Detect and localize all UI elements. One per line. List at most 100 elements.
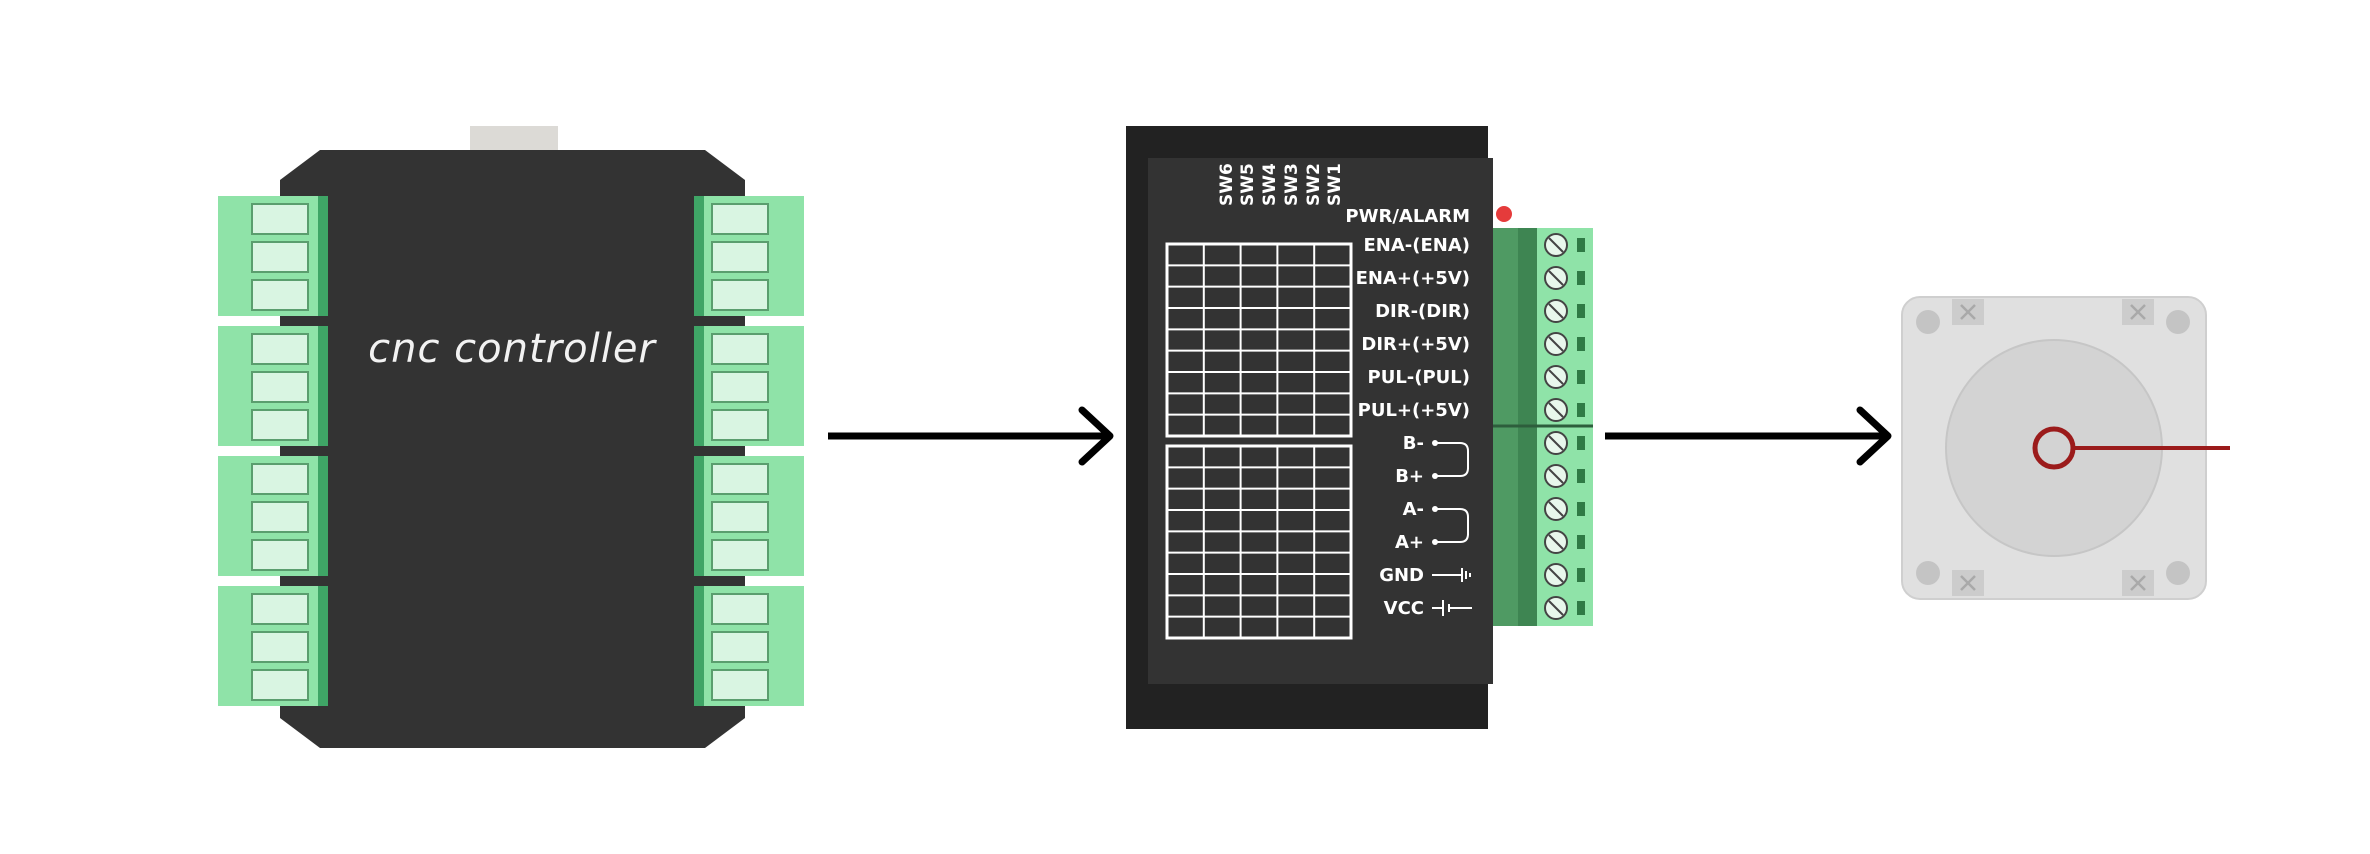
coil-icon xyxy=(1432,506,1469,535)
motor-screw-icon xyxy=(2122,299,2154,325)
motor-mount-hole xyxy=(1916,310,1940,334)
dip-setting-grid xyxy=(1165,242,1353,438)
pin-label: DIR-(DIR) xyxy=(1375,301,1470,322)
terminal-contact xyxy=(1577,337,1585,351)
controller-terminal-blocks xyxy=(218,196,804,706)
terminal-screw-icon xyxy=(1544,332,1568,356)
terminal-slot xyxy=(251,203,309,235)
controller-body xyxy=(280,150,745,748)
motor-mount-hole xyxy=(1916,561,1940,585)
pwr-alarm-led-icon xyxy=(1496,206,1512,222)
pin-label: B+ xyxy=(1395,466,1424,487)
driver-terminal-screws xyxy=(1544,233,1585,620)
motor-mount-hole xyxy=(2166,310,2190,334)
terminal-slot xyxy=(711,203,769,235)
pin-label: A+ xyxy=(1395,532,1424,553)
arrow-right-icon xyxy=(1605,406,1892,466)
terminal-block xyxy=(218,196,328,316)
terminal-slot xyxy=(251,631,309,663)
terminal-block xyxy=(694,196,804,316)
dip-switch-table xyxy=(1165,242,1353,640)
terminal-contact xyxy=(1577,601,1585,615)
terminal-screw-icon xyxy=(1544,530,1568,554)
terminal-slot xyxy=(251,409,309,441)
dip-switch-label: SW1 xyxy=(1325,163,1345,206)
pin-label: ENA-(ENA) xyxy=(1363,235,1470,256)
pin-label: DIR+(+5V) xyxy=(1361,334,1470,355)
supply-icon xyxy=(1432,600,1472,616)
dip-setting-grid xyxy=(1165,444,1353,640)
motor-mount-hole xyxy=(2166,561,2190,585)
terminal-slot xyxy=(711,279,769,311)
terminal-block xyxy=(218,586,328,706)
driver-pin-symbols xyxy=(1432,440,1472,616)
pin-label: A- xyxy=(1403,499,1424,520)
terminal-contact xyxy=(1577,469,1585,483)
terminal-slot xyxy=(251,593,309,625)
terminal-slot xyxy=(711,371,769,403)
terminal-contact xyxy=(1577,535,1585,549)
coil-icon xyxy=(1432,461,1469,479)
dip-switch-label: SW2 xyxy=(1304,163,1324,206)
terminal-slot xyxy=(711,631,769,663)
terminal-contact xyxy=(1577,502,1585,516)
terminal-contact xyxy=(1577,271,1585,285)
terminal-screw-icon xyxy=(1544,497,1568,521)
dip-switch-label: SW6 xyxy=(1217,163,1237,206)
terminal-screw-icon xyxy=(1544,563,1568,587)
terminal-block xyxy=(218,326,328,446)
terminal-contact xyxy=(1577,238,1585,252)
terminal-slot xyxy=(711,333,769,365)
terminal-contact xyxy=(1577,568,1585,582)
cnc-controller: cnc controller xyxy=(218,126,804,748)
terminal-slot xyxy=(251,241,309,273)
motor-screw-icon xyxy=(1952,299,1984,325)
terminal-slot xyxy=(711,539,769,571)
terminal-screw-icon xyxy=(1544,299,1568,323)
terminal-screw-icon xyxy=(1544,464,1568,488)
terminal-block xyxy=(218,456,328,576)
terminal-slot xyxy=(251,539,309,571)
terminal-slot xyxy=(251,463,309,495)
dip-switch-label: SW4 xyxy=(1260,163,1280,206)
terminal-screw-icon xyxy=(1544,233,1568,257)
terminal-screw-icon xyxy=(1544,596,1568,620)
dip-switch-label: SW5 xyxy=(1238,163,1258,206)
terminal-slot xyxy=(711,241,769,273)
motor-screw-icon xyxy=(1952,570,1984,596)
terminal-slot xyxy=(711,593,769,625)
pin-label: PUL+(+5V) xyxy=(1358,400,1470,421)
terminal-contact xyxy=(1577,403,1585,417)
pwr-alarm-label: PWR/ALARM xyxy=(1345,206,1470,227)
terminal-slot xyxy=(711,669,769,701)
arrow-right-icon xyxy=(828,406,1114,466)
terminal-slot xyxy=(711,409,769,441)
terminal-slot xyxy=(251,279,309,311)
terminal-slot xyxy=(251,333,309,365)
coil-icon xyxy=(1432,527,1469,545)
terminal-slot xyxy=(251,371,309,403)
pin-label: VCC xyxy=(1384,598,1424,619)
terminal-block xyxy=(694,456,804,576)
terminal-slot xyxy=(711,463,769,495)
terminal-screw-icon xyxy=(1544,398,1568,422)
terminal-block xyxy=(694,326,804,446)
terminal-slot xyxy=(251,669,309,701)
terminal-contact xyxy=(1577,436,1585,450)
pin-label: B- xyxy=(1403,433,1424,454)
terminal-slot xyxy=(711,501,769,533)
terminal-screw-icon xyxy=(1544,266,1568,290)
controller-title: cnc controller xyxy=(368,326,657,372)
ground-icon xyxy=(1432,568,1471,582)
driver-pin-labels: ENA-(ENA) ENA+(+5V) DIR-(DIR) DIR+(+5V) PUL-… xyxy=(1356,235,1470,619)
terminal-contact xyxy=(1577,370,1585,384)
terminal-screw-icon xyxy=(1544,365,1568,389)
terminal-slot xyxy=(251,501,309,533)
pin-label: PUL-(PUL) xyxy=(1368,367,1470,388)
motor-screw-icon xyxy=(2122,570,2154,596)
pin-label: ENA+(+5V) xyxy=(1356,268,1470,289)
terminal-block xyxy=(694,586,804,706)
